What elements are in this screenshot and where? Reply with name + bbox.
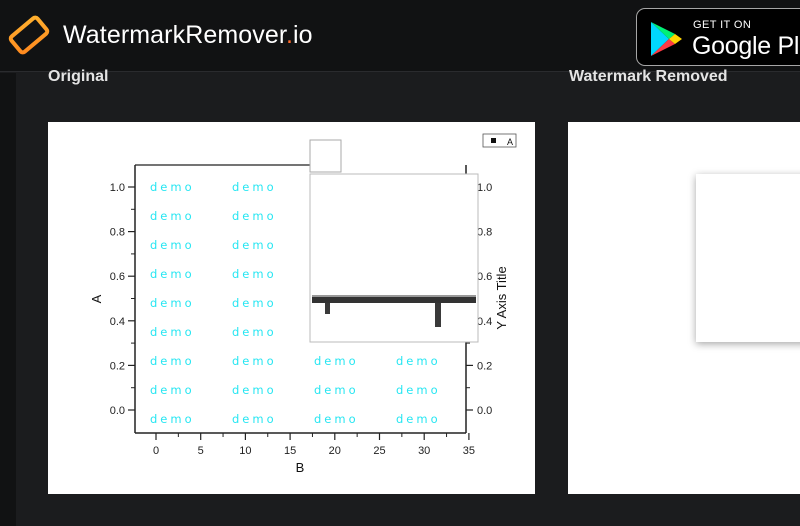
- y-tick-label-right: 0.0: [477, 405, 492, 417]
- watermark-text: demo: [150, 325, 195, 339]
- x-tick-label: 35: [463, 445, 475, 457]
- x-tick-label: 15: [284, 445, 296, 457]
- side-strip: [0, 73, 16, 526]
- brand-name[interactable]: WatermarkRemover.io: [63, 21, 313, 49]
- badge-small-text: GET IT ON: [693, 19, 752, 31]
- watermark-text: demo: [232, 267, 277, 281]
- watermark-text: demo: [396, 354, 441, 368]
- zoom-overlay: [309, 139, 479, 343]
- watermark-text: demo: [150, 209, 195, 223]
- watermark-text: demo: [232, 180, 277, 194]
- eraser-icon[interactable]: [4, 12, 54, 58]
- y-tick-label: 0.2: [110, 360, 125, 372]
- x-ticks: 0 5 10 15 20 25 30 35: [153, 433, 475, 457]
- watermark-text: demo: [396, 412, 441, 426]
- y-tick-label: 0.8: [110, 227, 125, 239]
- y-tick-label: 1.0: [110, 182, 125, 194]
- x-tick-label: 0: [153, 445, 159, 457]
- watermark-text: demo: [232, 296, 277, 310]
- y-axis-label-right: Y Axis Title: [494, 266, 509, 329]
- watermark-text: demo: [150, 238, 195, 252]
- watermark-text: demo: [150, 296, 195, 310]
- original-plot: 0 5 10 15 20 25 30 35 1.0 0.8 0.6 0.4 0.2 0.0 1.0 0.8…: [89, 133, 517, 475]
- watermark-text: demo: [150, 180, 195, 194]
- badge-big-text: Google Play: [692, 32, 800, 60]
- y-tick-label: 0.4: [110, 316, 125, 328]
- x-tick-label: 25: [373, 445, 385, 457]
- x-tick-label: 20: [329, 445, 341, 457]
- watermark-text: demo: [150, 383, 195, 397]
- x-tick-label: 30: [418, 445, 430, 457]
- watermark-grid: demo demo demo demo demo demo demo demo demo demo…: [150, 180, 441, 426]
- y-ticks: 1.0 0.8 0.6 0.4 0.2 0.0: [110, 182, 135, 417]
- watermark-text: demo: [232, 412, 277, 426]
- watermark-text: demo: [314, 383, 359, 397]
- watermark-text: demo: [150, 354, 195, 368]
- y-tick-label: 0.0: [110, 405, 125, 417]
- watermark-text: demo: [232, 354, 277, 368]
- watermark-text: demo: [232, 238, 277, 252]
- original-label: Original: [48, 68, 109, 85]
- y-tick-label-right: 0.4: [477, 316, 492, 328]
- y-tick-label-right: 0.6: [477, 271, 492, 283]
- watermark-text: demo: [150, 412, 195, 426]
- x-axis-label: B: [296, 460, 305, 475]
- y-tick-label-right: 0.2: [477, 360, 492, 372]
- watermark-text: demo: [232, 209, 277, 223]
- removed-label: Watermark Removed: [569, 68, 728, 85]
- original-image[interactable]: 0 5 10 15 20 25 30 35 1.0 0.8 0.6 0.4 0.2 0.0 1.0 0.8…: [48, 122, 535, 494]
- top-bar: WatermarkRemover.io GET IT ON Google Pla…: [0, 0, 800, 72]
- y-tick-label-right: 0.8: [477, 227, 492, 239]
- removed-plot: [608, 166, 800, 436]
- watermark-text: demo: [314, 412, 359, 426]
- legend: A: [482, 133, 517, 148]
- watermark-text: demo: [232, 383, 277, 397]
- y-tick-label: 0.6: [110, 271, 125, 283]
- x-tick-label: 10: [239, 445, 251, 457]
- y-tick-label-right: 1.0: [477, 182, 492, 194]
- google-play-badge[interactable]: GET IT ON Google Play: [636, 8, 800, 66]
- x-tick-label: 5: [198, 445, 204, 457]
- watermark-text: demo: [232, 325, 277, 339]
- google-play-icon: [651, 22, 682, 56]
- watermark-text: demo: [396, 383, 441, 397]
- y-axis-label: A: [89, 294, 104, 303]
- removed-image[interactable]: [568, 122, 800, 494]
- zoom-overlay: [696, 174, 800, 342]
- watermark-text: demo: [314, 354, 359, 368]
- watermark-text: demo: [150, 267, 195, 281]
- legend-label: A: [507, 137, 513, 147]
